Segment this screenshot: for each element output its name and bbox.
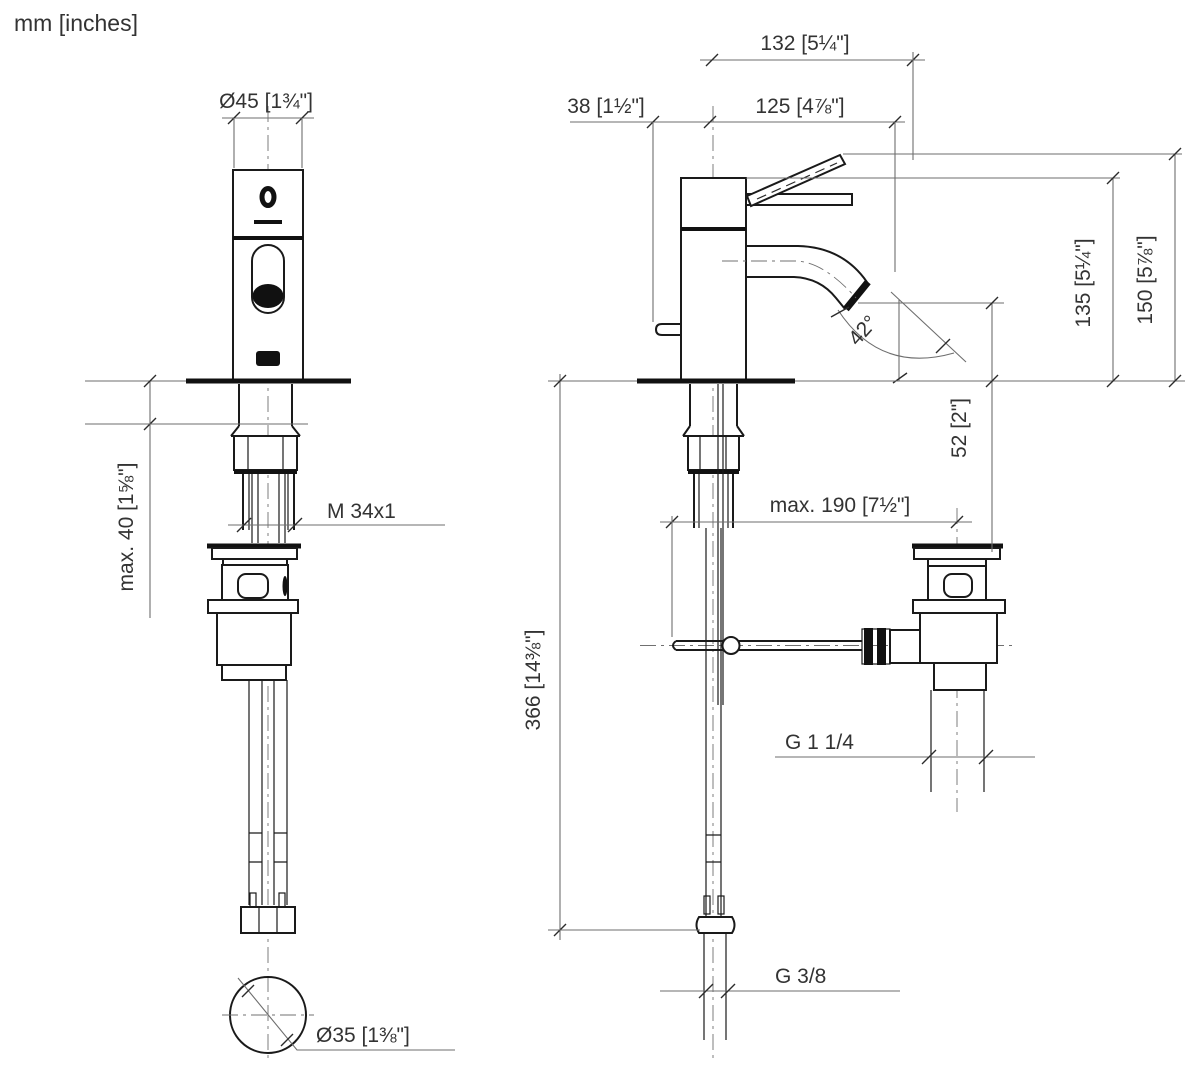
mounting-nut-side <box>687 435 740 471</box>
lever-raised-side <box>745 153 847 208</box>
spout-bottom-edge <box>746 276 846 310</box>
shaft-flare-front <box>230 425 301 437</box>
dim-spout-projection: 125 [4⅞"] <box>755 95 844 118</box>
drain-body-front <box>221 564 289 601</box>
dim-outlet-height: 52 [2"] <box>948 398 971 458</box>
dim-body-height: 135 [5¼"] <box>1072 238 1095 327</box>
drain-lower-body-side <box>919 612 998 664</box>
supply-tube-lower-side <box>703 933 727 1040</box>
dim-ticks-52 <box>985 296 999 388</box>
side-view: 42° <box>548 106 1185 1062</box>
hole-diameter-ticks <box>241 984 294 1047</box>
leader-ticks-m34 <box>236 517 303 533</box>
threaded-shank-side <box>693 474 734 528</box>
threaded-shank-front <box>242 474 295 530</box>
spout-slot-front <box>251 244 285 314</box>
tube-joints-side <box>706 834 721 863</box>
dim-lever-offset: 38 [1½"] <box>567 95 645 118</box>
dim-popup-rod-reach: max. 190 [7½"] <box>770 494 911 517</box>
drain-flange-side <box>913 547 1001 560</box>
dim-drain-thread: G 1 1/4 <box>785 731 854 754</box>
dim-ext-38-125 <box>652 122 896 322</box>
angle-ticks <box>830 306 951 384</box>
dim-hole-diameter: Ø35 [1⅜"] <box>316 1024 410 1047</box>
units-label: mm [inches] <box>14 10 138 36</box>
mounting-nut-front <box>233 435 298 471</box>
drain-port-side <box>943 573 973 598</box>
rod-knurl-band1 <box>864 628 873 665</box>
hose-connector-front <box>240 906 296 934</box>
mounting-shaft-side <box>689 384 738 426</box>
drain-flange2-front <box>207 599 299 614</box>
leader-ticks-g114 <box>921 749 994 765</box>
nut-flats-side <box>699 436 727 470</box>
angle-arc <box>837 309 955 359</box>
dim-supply-length: 366 [14⅜"] <box>522 630 545 731</box>
drain-flange-front <box>211 547 298 560</box>
side-view-dimensions: 132 [5¼"] 38 [1½"] 125 [4⅞"] 135 [5¼"] 1… <box>522 32 1182 999</box>
hose-connector-flats <box>258 907 278 933</box>
shaft-flare-side <box>682 425 745 437</box>
spout-opening-front <box>252 284 284 308</box>
supply-hoses-front <box>248 680 288 905</box>
hole-diameter-leader <box>237 977 455 1051</box>
dim-escutcheon-diameter: Ø45 [1¾"] <box>219 90 313 113</box>
lever-horizontal-side <box>745 193 853 206</box>
supply-connector-side <box>695 916 736 934</box>
spout-centerline-icon <box>722 260 857 299</box>
dim-total-height: 150 [5⅞"] <box>1134 235 1157 324</box>
supply-tube-side <box>705 528 722 916</box>
tube-nub-left-side <box>703 895 711 915</box>
dim-supply-thread: G 3/8 <box>775 965 826 988</box>
shank-thread-lines-side <box>698 474 729 528</box>
shank-thread-lines <box>248 474 289 530</box>
dim-ticks-135 <box>1106 171 1120 388</box>
dim-max-deck-thickness: max. 40 [1⅝"] <box>115 463 138 592</box>
angle-diagonal-ref <box>890 291 967 363</box>
faucet-body-side <box>680 177 747 381</box>
drain-tailpiece-top <box>933 662 987 691</box>
popup-rod-horizontal <box>672 640 862 651</box>
drain-band-front <box>221 664 287 681</box>
body-tab-side <box>654 323 681 336</box>
drain-flange2-side <box>912 599 1006 614</box>
drain-port-front <box>237 573 269 599</box>
drain-tailpiece-tube <box>930 690 985 792</box>
front-view <box>85 106 455 1062</box>
popup-rod-vertical <box>717 384 724 705</box>
rod-port-block <box>889 629 921 664</box>
rod-joint-ball <box>721 636 741 655</box>
leader-ticks-g38 <box>698 983 736 999</box>
spout-outlet-face <box>843 279 871 312</box>
dim-ticks-150 <box>1168 147 1182 388</box>
aerator-front <box>256 351 280 366</box>
dim-spout-angle: 42° <box>844 311 882 350</box>
faucet-body-front <box>232 169 304 381</box>
handle-dot-icon <box>259 186 277 208</box>
drain-port-side-sliver <box>282 576 288 596</box>
hose-joints-front <box>249 832 287 863</box>
dim-ext-45 <box>233 118 303 168</box>
drain-body-side <box>927 565 987 601</box>
drain-lower-body-front <box>216 612 292 666</box>
lever-centerline-icon <box>756 162 838 200</box>
drain-neck-side <box>927 558 987 567</box>
spout-top-edge <box>746 245 870 286</box>
dim-lever-reach: 132 [5¼"] <box>760 32 849 55</box>
supply-tubes-upper-front <box>251 474 286 543</box>
rod-knurl-outline <box>861 628 891 665</box>
mounting-shaft-front <box>238 384 293 426</box>
nut-flats-front <box>247 436 284 470</box>
rod-knurl-band2 <box>877 628 886 665</box>
dim-mounting-thread: M 34x1 <box>327 500 396 523</box>
front-view-dimensions: Ø45 [1¾"] max. 40 [1⅝"] M 34x1 Ø35 [1⅜"] <box>85 90 445 1047</box>
tube-nub-right-side <box>717 895 725 915</box>
